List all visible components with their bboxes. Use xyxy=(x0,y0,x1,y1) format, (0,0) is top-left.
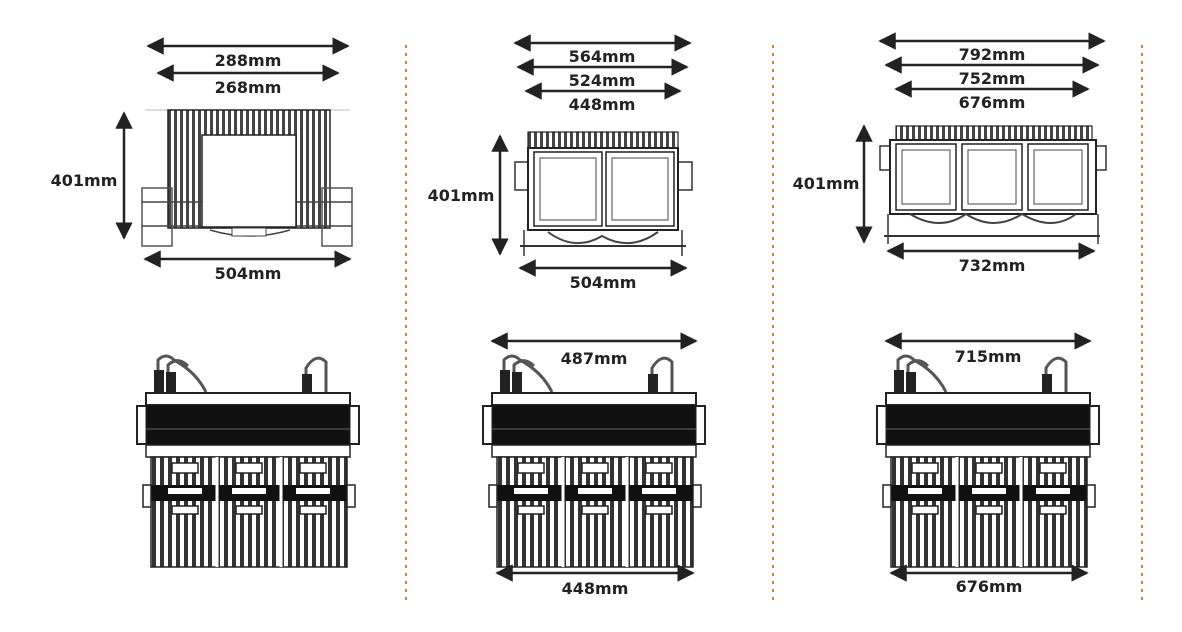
height-dim-label: 401mm xyxy=(428,186,495,205)
height-dim-label: 401mm xyxy=(51,171,118,190)
led-fixture-icon xyxy=(514,131,693,256)
cable-loop-icon xyxy=(304,356,328,395)
width-dim-label: 448mm xyxy=(569,95,636,114)
width-dim-label: 487mm xyxy=(561,349,628,368)
width-dim-label: 732mm xyxy=(959,256,1026,275)
side-view-triple: 715mm 676mm xyxy=(876,332,1100,596)
width-dim-label: 676mm xyxy=(959,93,1026,112)
width-dim-label: 564mm xyxy=(569,47,636,66)
side-view-single xyxy=(136,354,360,568)
width-dim-label: 715mm xyxy=(955,347,1022,366)
front-view-single: 288mm 268mm 401mm 504mm xyxy=(51,37,353,283)
led-fixture-icon xyxy=(482,354,706,568)
width-dim-label: 676mm xyxy=(956,577,1023,596)
width-dim-label: 752mm xyxy=(959,69,1026,88)
led-fixture-icon xyxy=(876,354,1100,568)
cable-loop-icon xyxy=(906,359,930,395)
width-dim-label: 792mm xyxy=(959,45,1026,64)
front-view-double: 564mm 524mm 448mm 401mm 504mm xyxy=(428,34,693,292)
side-views: 487mm 448mm 715mm 676mm xyxy=(136,332,1100,598)
height-dim-label: 401mm xyxy=(793,174,860,193)
front-view-triple: 792mm 752mm 676mm 401mm 732mm xyxy=(793,32,1107,275)
width-dim-label: 524mm xyxy=(569,71,636,90)
led-fixture-icon xyxy=(879,125,1107,244)
width-dim-label: 504mm xyxy=(570,273,637,292)
cable-loop-icon xyxy=(650,356,674,395)
led-fixture-icon xyxy=(136,354,360,568)
side-view-double: 487mm 448mm xyxy=(482,332,706,598)
cable-loop-icon xyxy=(1044,356,1068,395)
cable-loop-icon xyxy=(512,359,536,395)
width-dim-label: 268mm xyxy=(215,78,282,97)
cable-loop-icon xyxy=(166,359,190,395)
width-dim-label: 448mm xyxy=(562,579,629,598)
width-dim-label: 504mm xyxy=(215,264,282,283)
led-fixture-icon xyxy=(141,109,353,247)
width-dim-label: 288mm xyxy=(215,51,282,70)
